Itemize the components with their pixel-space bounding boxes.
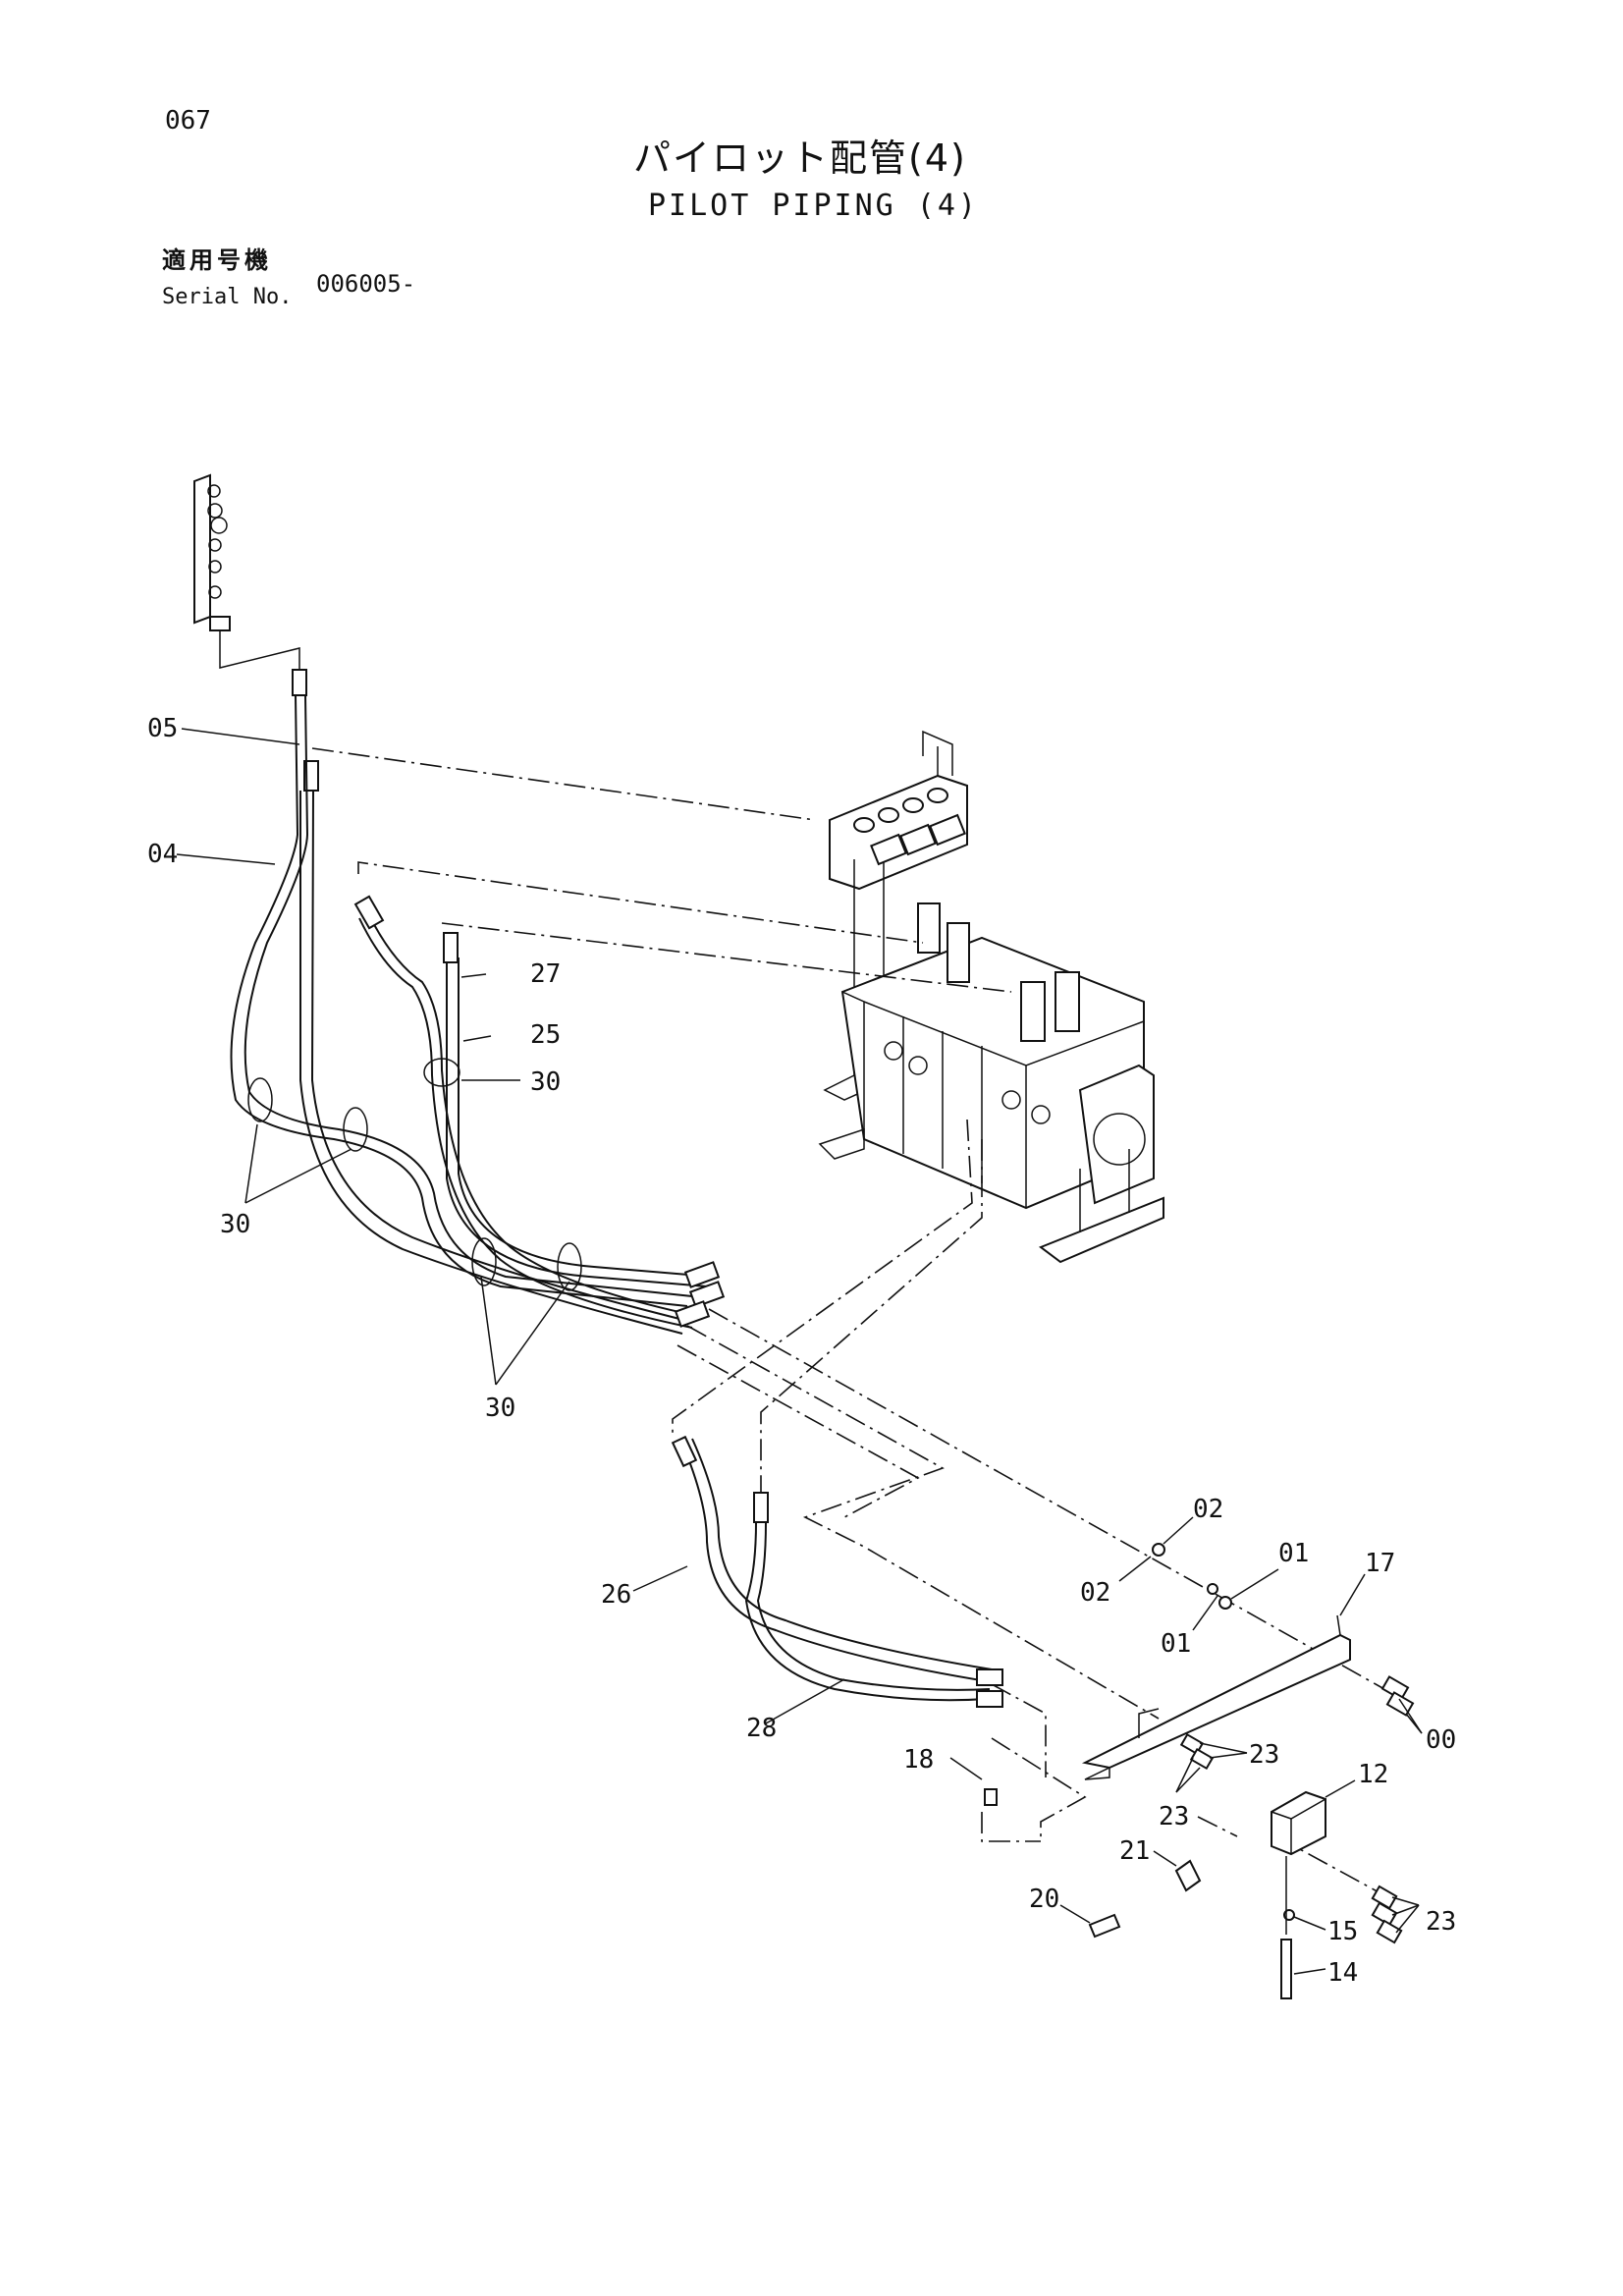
callout-05: 05 (147, 714, 178, 743)
hose-bundle (230, 669, 1003, 1708)
callout-18: 18 (903, 1745, 934, 1775)
serial-label-english: Serial No. (162, 285, 293, 309)
callout-30-upper: 30 (530, 1067, 561, 1097)
callout-02-upper: 02 (1193, 1495, 1223, 1524)
block-12 (1271, 1790, 1326, 1856)
bracket-17 (1081, 1614, 1351, 1780)
serial-label-japanese: 適用号機 (162, 246, 272, 274)
callout-00: 00 (1426, 1725, 1456, 1755)
callout-12: 12 (1358, 1760, 1388, 1789)
callout-01-lower: 01 (1161, 1629, 1191, 1659)
page-number: 067 (165, 106, 211, 136)
callout-23-lower: 23 (1426, 1907, 1456, 1937)
connection-lines (311, 747, 1385, 1896)
callout-26: 26 (601, 1580, 631, 1610)
callout-30-lower: 30 (485, 1394, 515, 1423)
callout-14: 14 (1327, 1958, 1358, 1988)
manifold-block (193, 473, 300, 672)
callout-23-upper: 23 (1249, 1740, 1279, 1770)
callout-labels: 05 04 27 25 30 30 30 26 28 02 02 01 01 1… (147, 714, 1456, 1988)
leader-lines (176, 728, 1423, 1975)
callout-21: 21 (1119, 1836, 1150, 1866)
small-fittings (984, 1543, 1415, 1999)
callout-27: 27 (530, 959, 561, 989)
callout-15: 15 (1327, 1917, 1358, 1946)
serial-number-value: 006005- (316, 270, 416, 298)
page-title-english: PILOT PIPING (4) (648, 189, 979, 223)
page-title-japanese: パイロット配管(4) (633, 137, 967, 180)
callout-02-lower: 02 (1080, 1578, 1110, 1608)
callout-17: 17 (1365, 1549, 1395, 1578)
callout-30-left: 30 (220, 1210, 250, 1239)
callout-04: 04 (147, 840, 178, 869)
callout-23-middle: 23 (1159, 1802, 1189, 1831)
callout-25: 25 (530, 1020, 561, 1050)
pilot-valve-bracket (823, 730, 968, 1101)
control-valve (818, 902, 1164, 1264)
callout-28: 28 (746, 1714, 777, 1743)
callout-20: 20 (1029, 1885, 1059, 1914)
callout-01-upper: 01 (1278, 1539, 1309, 1568)
